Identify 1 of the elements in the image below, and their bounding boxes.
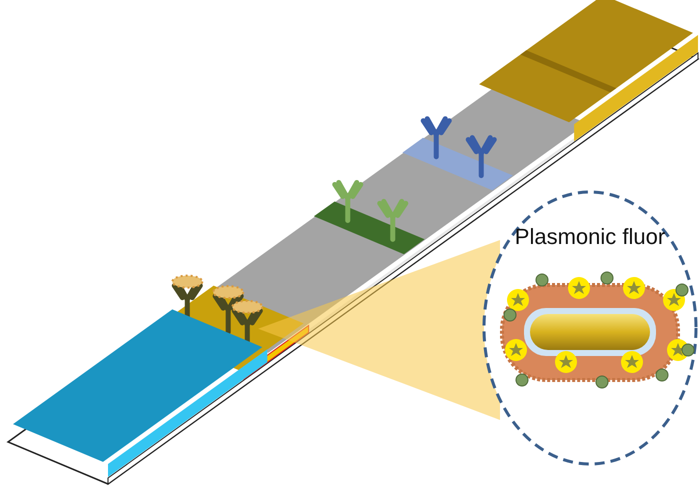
inset-title: Plasmonic fluor	[514, 224, 666, 250]
